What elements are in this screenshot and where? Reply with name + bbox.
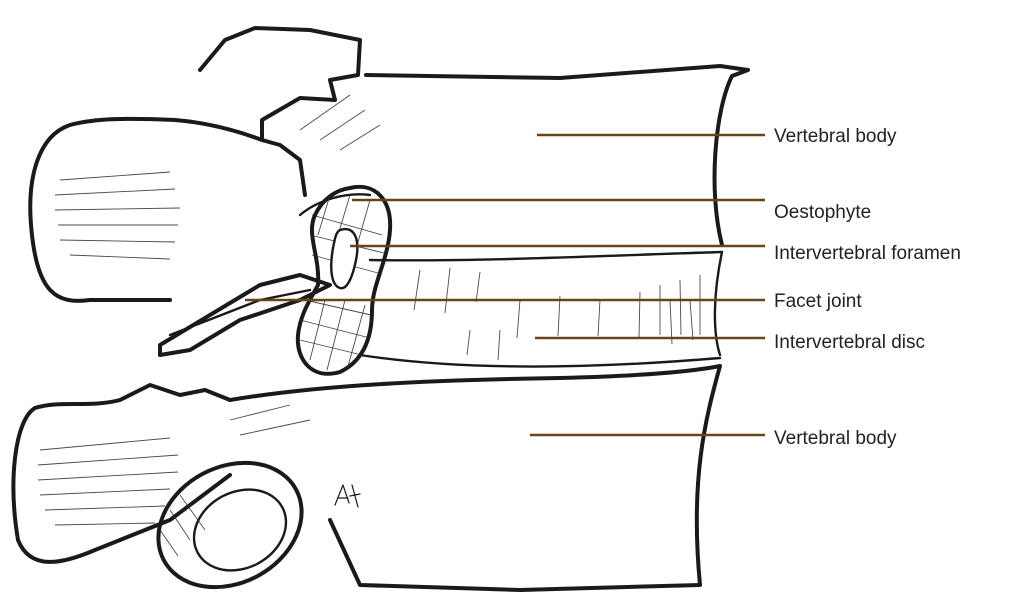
label-facet-joint: Facet joint	[774, 291, 862, 312]
disc-right-edge	[715, 252, 722, 355]
pedicle-ring-inner	[180, 474, 300, 586]
disc-top-edge	[370, 252, 722, 260]
intervertebral-foramen	[331, 229, 357, 288]
label-vertebral-body-lower: Vertebral body	[774, 428, 897, 449]
label-oestophyte: Oestophyte	[774, 202, 871, 223]
label-intervertebral-foramen: Intervertebral foramen	[774, 243, 961, 264]
upper-spinous-process	[200, 28, 360, 195]
label-intervertebral-disc: Intervertebral disc	[774, 332, 925, 353]
lower-vertebral-body-outline	[230, 366, 720, 590]
upper-body-left-edge	[300, 194, 370, 215]
disc-bottom-edge	[360, 355, 720, 367]
pedicle-ring-outer	[137, 439, 324, 601]
vertebra-illustration	[13, 28, 748, 601]
label-vertebral-body-upper: Vertebral body	[774, 126, 897, 147]
lower-transverse-process	[13, 385, 230, 562]
artist-signature	[335, 485, 360, 507]
disc-hatching	[414, 268, 700, 360]
label-layer: Vertebral body Oestophyte Intervertebral…	[245, 126, 961, 449]
upper-vertebral-body-outline	[366, 66, 748, 245]
